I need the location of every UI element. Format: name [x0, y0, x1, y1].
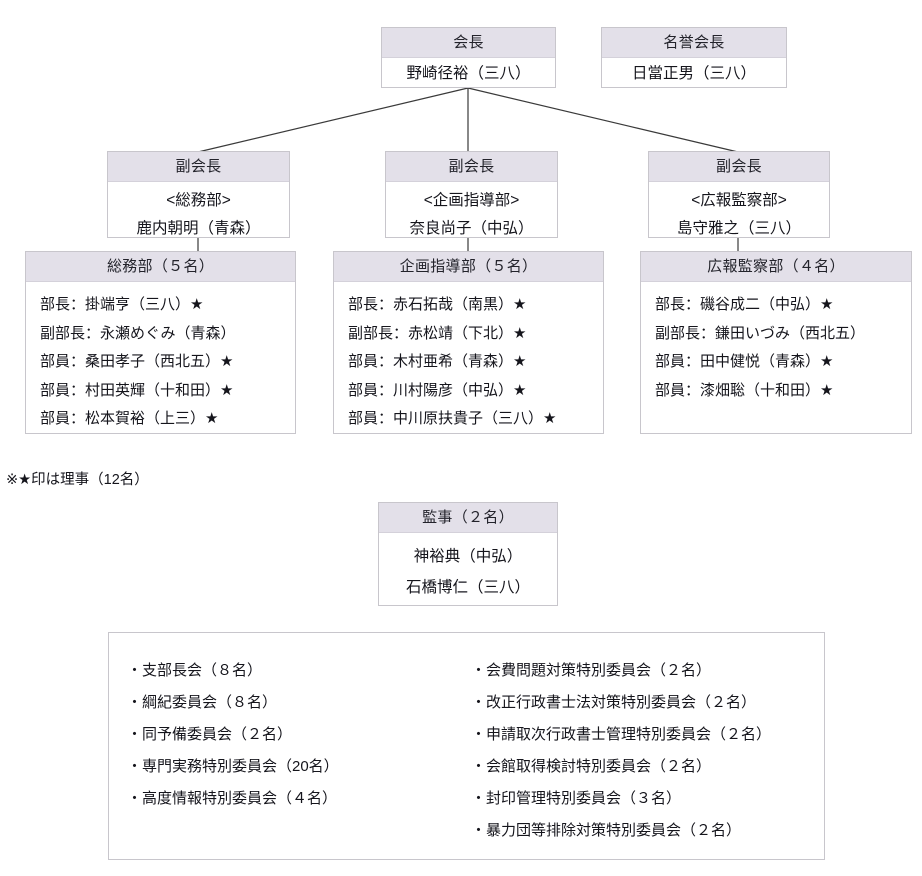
department-1-header: 総務部（５名）: [26, 252, 295, 282]
department-member: 部員：田中健悦（青森）★: [655, 353, 834, 370]
department-member: 部員：川村陽彦（中弘）★: [348, 381, 527, 399]
president-title: 会長: [382, 28, 555, 58]
vice-president-1-body: <総務部> 鹿内朝明（青森）: [108, 182, 289, 243]
honorary-president-name: 日當正男（三八）: [631, 65, 756, 82]
department-member: 部員：漆畑聡（十和田）★: [655, 381, 834, 399]
department-member: 副部長：鎌田いづみ（西北五）: [655, 324, 866, 342]
auditor-member: 神裕典（中弘）: [413, 548, 523, 565]
committee-item: ・会費問題対策特別委員会（２名）: [471, 662, 712, 679]
node-department-planning-guidance: 企画指導部（５名） 部長：赤石拓哉（南黒）★ 副部長：赤松靖（下北）★ 部員：木…: [333, 251, 604, 434]
vice-president-2-title: 副会長: [386, 152, 557, 182]
node-department-general-affairs: 総務部（５名） 部長：掛端亨（三八）★ 副部長：永瀬めぐみ（青森） 部員：桑田孝…: [25, 251, 296, 434]
vice-president-3-title: 副会長: [649, 152, 829, 182]
committees-box: ・支部長会（８名） ・綱紀委員会（８名） ・同予備委員会（２名） ・専門実務特別…: [108, 632, 825, 860]
node-president: 会長 野崎径裕（三八）: [381, 27, 556, 88]
department-member: 副部長：赤松靖（下北）★: [348, 324, 527, 342]
department-1-members: 部長：掛端亨（三八）★ 副部長：永瀬めぐみ（青森） 部員：桑田孝子（西北五）★ …: [26, 282, 295, 442]
committee-item: ・同予備委員会（２名）: [127, 726, 293, 743]
vice-president-2-dept: <企画指導部>: [423, 192, 520, 209]
committee-item: ・専門実務特別委員会（20名）: [127, 758, 339, 775]
vice-president-1-name: 鹿内朝明（青森）: [136, 220, 261, 237]
auditors-members: 神裕典（中弘） 石橋博仁（三八）: [379, 533, 557, 613]
department-2-header: 企画指導部（５名）: [334, 252, 603, 282]
committees-left-column: ・支部長会（８名） ・綱紀委員会（８名） ・同予備委員会（２名） ・専門実務特別…: [109, 633, 469, 859]
department-member: 部員：桑田孝子（西北五）★: [40, 353, 234, 370]
president-name: 野崎径裕（三八）: [406, 65, 531, 82]
committee-item: ・会館取得検討特別委員会（２名）: [471, 758, 712, 775]
node-vice-president-1: 副会長 <総務部> 鹿内朝明（青森）: [107, 151, 290, 238]
node-auditors: 監事（２名） 神裕典（中弘） 石橋博仁（三八）: [378, 502, 558, 606]
vice-president-3-dept: <広報監察部>: [691, 192, 787, 209]
auditor-member: 石橋博仁（三八）: [405, 579, 530, 596]
vice-president-1-dept: <総務部>: [166, 192, 231, 209]
node-vice-president-3: 副会長 <広報監察部> 島守雅之（三八）: [648, 151, 830, 238]
auditors-header: 監事（２名）: [379, 503, 557, 533]
vice-president-1-title: 副会長: [108, 152, 289, 182]
committee-item: ・封印管理特別委員会（３名）: [471, 790, 682, 807]
vice-president-2-body: <企画指導部> 奈良尚子（中弘）: [386, 182, 557, 243]
department-member: 部員：松本賀裕（上三）★: [40, 410, 219, 427]
department-member: 部長：赤石拓哉（南黒）★: [348, 296, 527, 313]
committee-item: ・支部長会（８名）: [127, 662, 263, 679]
department-3-members: 部長：磯谷成二（中弘）★ 副部長：鎌田いづみ（西北五） 部員：田中健悦（青森）★…: [641, 282, 911, 413]
department-member: 部長：磯谷成二（中弘）★: [655, 296, 834, 313]
node-department-pr-inspection: 広報監察部（４名） 部長：磯谷成二（中弘）★ 副部長：鎌田いづみ（西北五） 部員…: [640, 251, 912, 434]
vice-president-2-name: 奈良尚子（中弘）: [409, 220, 534, 237]
node-honorary-president: 名誉会長 日當正男（三八）: [601, 27, 787, 88]
department-member: 副部長：永瀬めぐみ（青森）: [40, 324, 236, 342]
committee-item: ・申請取次行政書士管理特別委員会（２名）: [471, 726, 772, 743]
vice-president-3-body: <広報監察部> 島守雅之（三八）: [649, 182, 829, 243]
department-2-members: 部長：赤石拓哉（南黒）★ 副部長：赤松靖（下北）★ 部員：木村亜希（青森）★ 部…: [334, 282, 603, 442]
committees-right-column: ・会費問題対策特別委員会（２名） ・改正行政書士法対策特別委員会（２名） ・申請…: [469, 633, 824, 859]
node-vice-president-2: 副会長 <企画指導部> 奈良尚子（中弘）: [385, 151, 558, 238]
department-member: 部員：村田英輝（十和田）★: [40, 381, 234, 399]
committee-item: ・綱紀委員会（８名）: [127, 694, 278, 711]
department-member: 部員：木村亜希（青森）★: [348, 353, 527, 370]
honorary-president-title: 名誉会長: [602, 28, 786, 58]
legend-note: ※★印は理事（12名）: [6, 472, 149, 488]
department-member: 部員：中川原扶貴子（三八）★: [348, 410, 557, 427]
committee-item: ・高度情報特別委員会（４名）: [127, 790, 338, 807]
department-3-header: 広報監察部（４名）: [641, 252, 911, 282]
committee-item: ・暴力団等排除対策特別委員会（２名）: [471, 822, 742, 839]
vice-president-3-name: 島守雅之（三八）: [676, 220, 801, 237]
department-member: 部長：掛端亨（三八）★: [40, 296, 204, 313]
committee-item: ・改正行政書士法対策特別委員会（２名）: [471, 694, 757, 711]
